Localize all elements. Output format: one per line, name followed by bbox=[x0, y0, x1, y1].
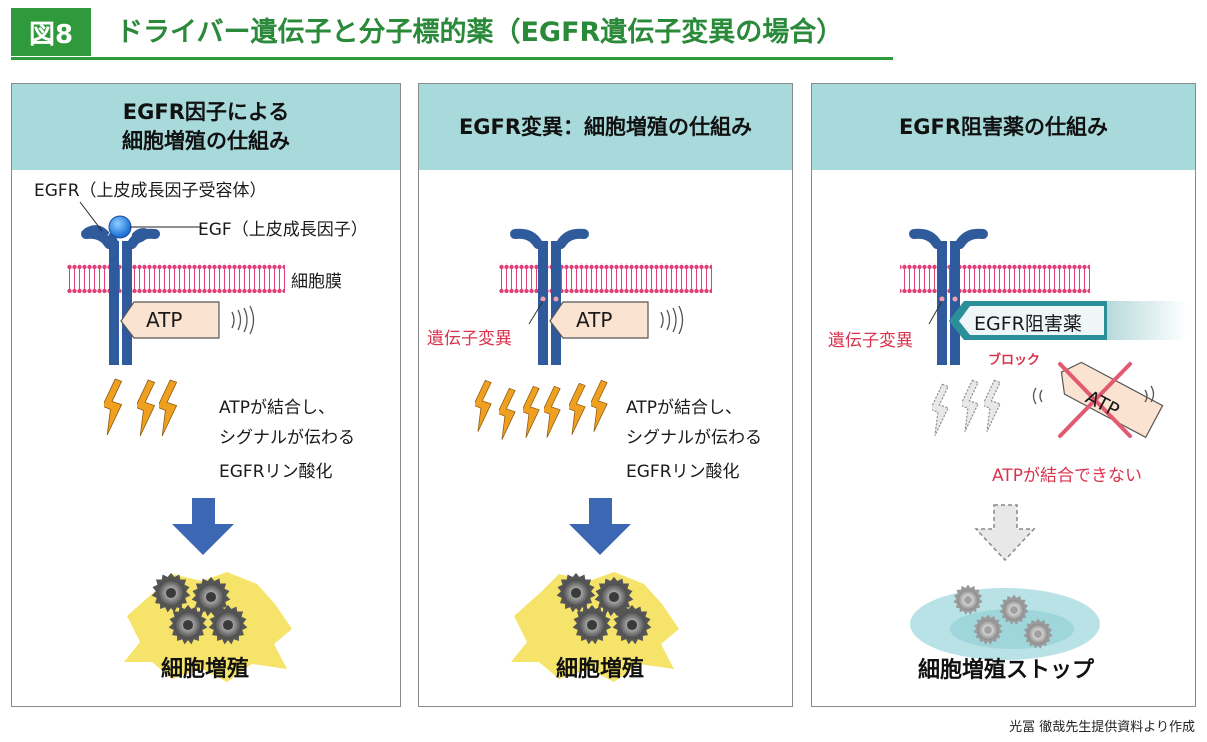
egfr-label: EGFR（上皮成長因子受容体） bbox=[34, 181, 267, 201]
egfr-receptor bbox=[81, 225, 160, 365]
mutation-label: 遺伝子変異 bbox=[828, 331, 913, 351]
signal-bolt-2 bbox=[137, 379, 156, 437]
inactive-bolt-3 bbox=[984, 379, 1001, 433]
egfr-receptor bbox=[510, 228, 589, 365]
desc-line-3: EGFRリン酸化 bbox=[626, 462, 740, 482]
panel-2-title: EGFR変異：細胞増殖の仕組み bbox=[458, 114, 753, 139]
signal-bolt-2 bbox=[499, 387, 516, 441]
signal-bolt-1 bbox=[104, 378, 123, 436]
down-arrow bbox=[172, 498, 234, 555]
panel-1-title-line2: 細胞増殖の仕組み bbox=[122, 129, 290, 153]
block-x-mark bbox=[1058, 362, 1132, 438]
vibration-marks bbox=[231, 305, 255, 335]
source-note: 光冨 徹哉先生提供資料より作成 bbox=[1009, 720, 1195, 735]
atp-label: ATP bbox=[146, 308, 183, 332]
panel-1-title-line1: EGFR因子による bbox=[122, 100, 290, 124]
atp-tag bbox=[549, 301, 649, 339]
signal-bolt-4 bbox=[544, 385, 561, 439]
panel-egfr-inhibitor: EGFR阻害薬の仕組み bbox=[811, 83, 1196, 707]
egf-ligand bbox=[108, 215, 132, 239]
cell-membrane bbox=[499, 263, 712, 293]
panel-3-header: EGFR阻害薬の仕組み bbox=[812, 84, 1195, 170]
figure-title: ドライバー遺伝子と分子標的薬（EGFR遺伝子変異の場合） bbox=[116, 17, 844, 48]
title-underline bbox=[11, 57, 893, 60]
panel-1-header: EGFR因子による 細胞増殖の仕組み bbox=[12, 84, 400, 170]
signal-bolt-1 bbox=[475, 379, 492, 433]
mutation-dot-1 bbox=[939, 296, 945, 302]
panel-3-title: EGFR阻害薬の仕組み bbox=[898, 114, 1109, 139]
panel-egfr-mutation: EGFR変異：細胞増殖の仕組み 遺伝子変異 ATP ATPが結合し bbox=[418, 83, 793, 707]
mutation-dot-2 bbox=[952, 296, 958, 302]
inhibitor-drug bbox=[949, 301, 1187, 340]
desc-line-1: ATPが結合し、 bbox=[626, 398, 742, 418]
cell-membrane bbox=[67, 263, 285, 293]
signal-bolt-5 bbox=[569, 382, 586, 436]
inactive-bolt-2 bbox=[962, 379, 979, 433]
mutation-dot-1 bbox=[540, 296, 546, 302]
desc-line-1: ATPが結合し、 bbox=[219, 398, 335, 418]
inactive-bolt-1 bbox=[932, 383, 949, 437]
cell-membrane bbox=[900, 263, 1090, 293]
figure-badge: 図8 bbox=[11, 8, 91, 56]
cannot-bind-label: ATPが結合できない bbox=[992, 466, 1142, 486]
membrane-label: 細胞膜 bbox=[291, 272, 342, 292]
panel-2-diagram bbox=[475, 228, 712, 682]
signal-bolt-3 bbox=[523, 385, 540, 439]
mutation-label: 遺伝子変異 bbox=[427, 329, 512, 349]
desc-line-2: シグナルが伝わる bbox=[219, 428, 355, 448]
mutation-dot-2 bbox=[553, 296, 559, 302]
result-label: 細胞増殖ストップ bbox=[918, 658, 1095, 683]
block-label: ブロック bbox=[988, 353, 1041, 368]
panel-2-header: EGFR変異：細胞増殖の仕組み bbox=[419, 84, 792, 170]
result-label: 細胞増殖 bbox=[556, 657, 645, 682]
panel-3-diagram bbox=[900, 228, 1187, 660]
panel-egfr-normal: EGFR因子による 細胞増殖の仕組み EGFR（上皮成 bbox=[11, 83, 401, 707]
down-arrow-faded bbox=[974, 504, 1036, 562]
blocked-atp bbox=[1060, 361, 1164, 439]
down-arrow bbox=[569, 498, 631, 555]
panel-1-diagram bbox=[67, 201, 292, 682]
drug-label: EGFR阻害薬 bbox=[974, 313, 1082, 335]
egf-label: EGF（上皮成長因子） bbox=[198, 220, 368, 240]
signal-bolt-3 bbox=[159, 379, 178, 437]
vibration-marks bbox=[660, 305, 684, 335]
desc-line-3: EGFRリン酸化 bbox=[219, 462, 333, 482]
atp-label: ATP bbox=[576, 308, 613, 332]
egfr-receptor bbox=[909, 228, 988, 365]
vibration-marks bbox=[1032, 385, 1155, 405]
result-label: 細胞増殖 bbox=[161, 657, 250, 682]
signal-bolt-6 bbox=[591, 379, 608, 433]
atp-tag bbox=[120, 301, 220, 339]
desc-line-2: シグナルが伝わる bbox=[626, 428, 762, 448]
